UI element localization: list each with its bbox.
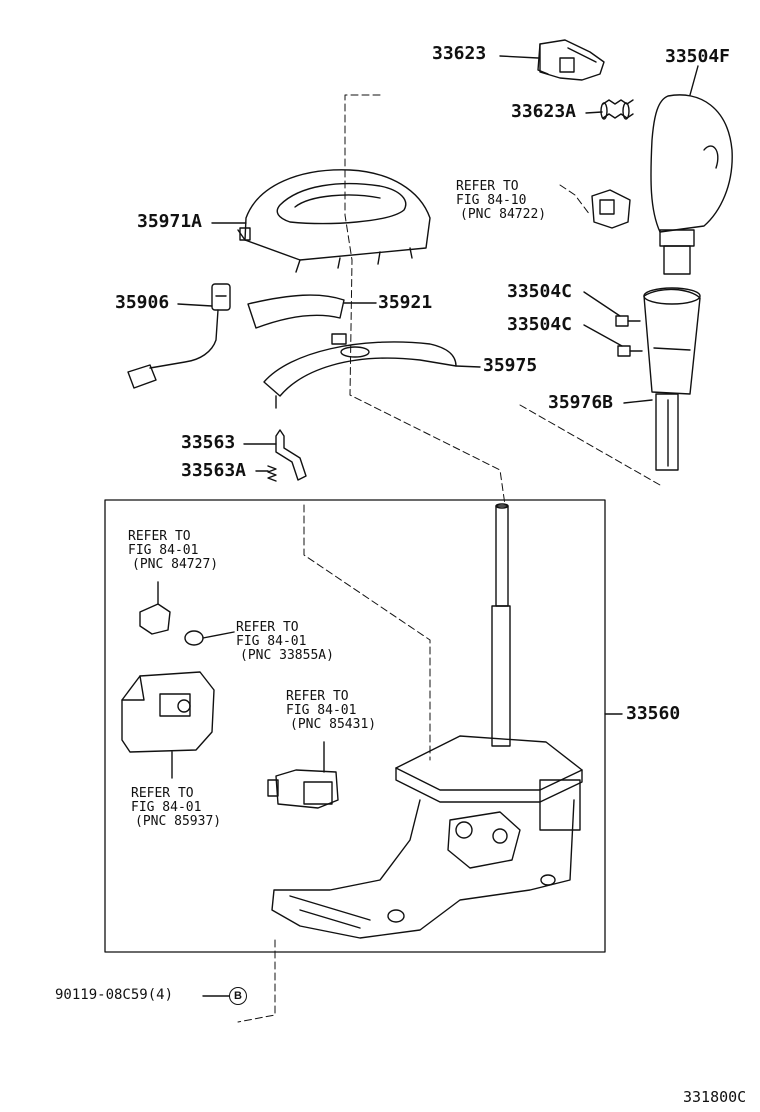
guide-bracket [303, 504, 431, 761]
screw-33504c-b-part [617, 345, 643, 357]
refer-line-1: REFER TO [236, 620, 299, 635]
figure-code: 331800C [683, 1088, 747, 1106]
part-33855a [184, 630, 235, 646]
shift-lever-assembly [271, 503, 583, 939]
refer-line-3: (PNC 84727) [132, 557, 219, 572]
screw-33504c-a-part [615, 315, 641, 327]
leader-33623a [585, 111, 603, 114]
label-33504c-a: 33504C [507, 281, 573, 302]
refer-line-2: FIG 84-01 [286, 703, 357, 718]
label-35906: 35906 [115, 292, 170, 313]
label-35971a: 35971A [137, 211, 203, 232]
leader-33504c-b [583, 324, 623, 347]
guide-bolt [237, 939, 276, 1023]
refer-line-3: (PNC 85431) [290, 717, 377, 732]
refer-line-2: FIG 84-01 [131, 800, 202, 815]
label-35976b: 35976B [548, 392, 614, 413]
label-35921: 35921 [378, 292, 433, 313]
spring-33623a-part [600, 99, 634, 120]
button-33623-part [537, 39, 605, 81]
label-90119: 90119-08C59(4) [55, 987, 174, 1003]
leader-35975 [455, 365, 481, 368]
leader-33504c-a [583, 291, 621, 317]
part-84727 [139, 581, 171, 635]
refer-line-1: REFER TO [456, 179, 519, 194]
label-33504c-b: 33504C [507, 314, 573, 335]
refer-line-2: FIG 84-01 [128, 543, 199, 558]
label-33623a: 33623A [511, 101, 577, 122]
refer-line-3: (PNC 33855A) [240, 648, 334, 663]
label-33623: 33623 [432, 43, 487, 64]
leader-35906 [177, 303, 213, 307]
guide-cover-to-lever [344, 94, 506, 506]
refer-line-2: FIG 84-01 [236, 634, 307, 649]
leader-33623 [499, 55, 539, 59]
refer-pnc-33855a: REFER TO FIG 84-01 (PNC 33855A) [236, 621, 334, 663]
part-85431 [267, 741, 339, 809]
leader-33504f [689, 65, 699, 96]
clip-84722-part [591, 189, 631, 229]
refer-line-1: REFER TO [128, 529, 191, 544]
label-35975: 35975 [483, 355, 538, 376]
refer-pnc-84727: REFER TO FIG 84-01 (PNC 84727) [128, 530, 218, 572]
refer-line-3: (PNC 84722) [460, 207, 547, 222]
refer-line-3: (PNC 85937) [135, 814, 222, 829]
leader-35976b [623, 399, 653, 404]
refer-line-1: REFER TO [131, 786, 194, 801]
label-33563: 33563 [181, 432, 236, 453]
label-33563a: 33563A [181, 460, 247, 481]
spring-33563a-part [267, 465, 277, 482]
sensor-35906-part [127, 283, 231, 389]
pin-33563-part [275, 429, 307, 481]
refer-line-1: REFER TO [286, 689, 349, 704]
refer-pnc-85937: REFER TO FIG 84-01 (PNC 85937) [131, 787, 221, 829]
strip-35921-part [247, 294, 345, 329]
rod-35976b-part [643, 287, 701, 471]
plate-35975-part [263, 333, 457, 409]
refer-fig-84-10: REFER TO FIG 84-10 (PNC 84722) [456, 180, 546, 222]
badge-b: B [229, 987, 247, 1005]
dashed-guide-lines [237, 94, 661, 1023]
assembly-box-33560 [104, 499, 606, 953]
guide-knob-rod [519, 404, 661, 486]
knob-33504f-part [650, 94, 733, 275]
refer-line-2: FIG 84-10 [456, 193, 527, 208]
label-33504f: 33504F [665, 46, 731, 67]
label-33560: 33560 [626, 703, 681, 724]
cover-35971a-part [237, 169, 431, 273]
guide-refer-8410 [559, 184, 591, 216]
refer-pnc-85431: REFER TO FIG 84-01 (PNC 85431) [286, 690, 376, 732]
part-85937 [121, 671, 215, 779]
